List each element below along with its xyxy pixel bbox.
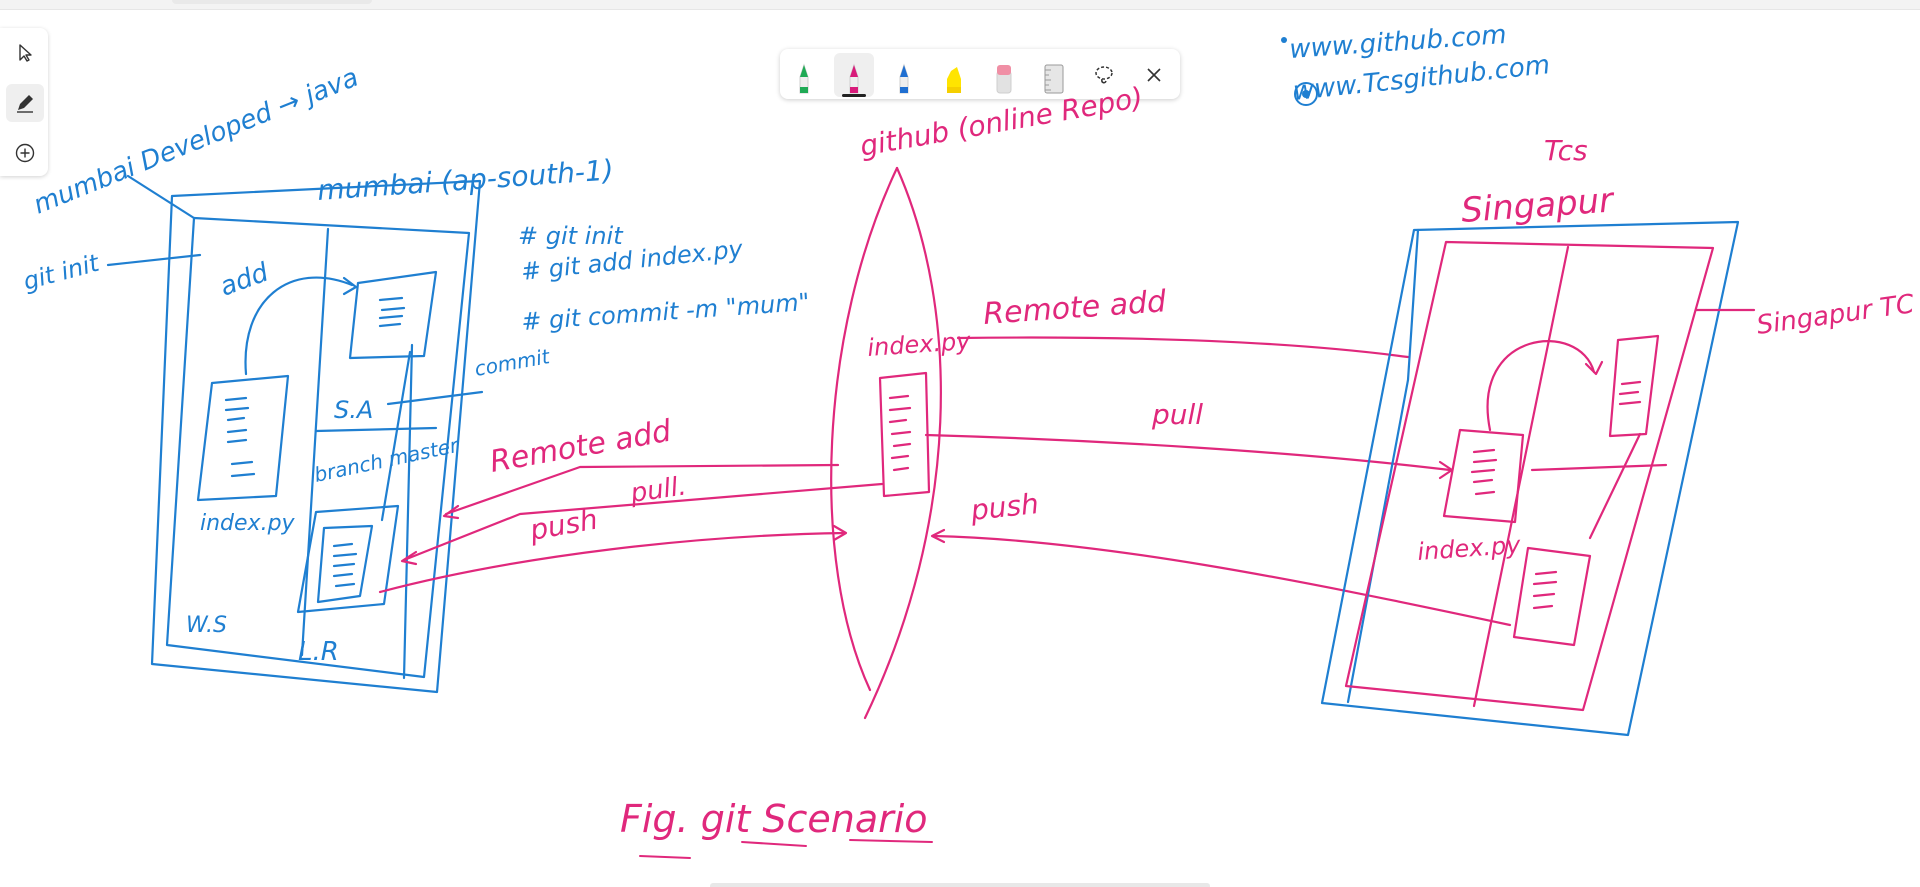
left-toolbar bbox=[0, 28, 48, 176]
ruler-button[interactable] bbox=[1034, 53, 1074, 97]
pen-magenta-button[interactable] bbox=[834, 53, 874, 97]
singapur-tc-label: Singapur TC bbox=[1755, 289, 1917, 341]
command-3: # git commit -m "mum" bbox=[520, 288, 810, 336]
pen-green-button[interactable] bbox=[784, 53, 824, 97]
figure-caption: Fig. git Scenario bbox=[620, 797, 928, 841]
lasso-icon bbox=[1095, 66, 1113, 84]
github-label: github (online Repo) bbox=[857, 81, 1145, 163]
staging-area-label: S.A bbox=[334, 396, 373, 424]
add-tool-button[interactable] bbox=[6, 134, 44, 172]
tcs-machine-inner bbox=[1344, 240, 1756, 712]
pull-right-label: pull bbox=[1151, 398, 1203, 431]
select-tool-button[interactable] bbox=[6, 34, 44, 72]
mumbai-developer-note: mumbai Developed → java bbox=[29, 63, 362, 221]
github-index-label: index.py bbox=[866, 327, 972, 362]
eraser-icon bbox=[996, 65, 1012, 94]
working-space-label: W.S bbox=[186, 613, 227, 638]
pen-blue-button[interactable] bbox=[884, 53, 924, 97]
push-left-label: push bbox=[527, 503, 601, 547]
tcs-machine-outer bbox=[1320, 220, 1740, 737]
pen-icon bbox=[17, 95, 33, 113]
url-bullets bbox=[1281, 37, 1318, 106]
tcs-index-label: index.py bbox=[1416, 531, 1522, 566]
remote-add-right-label: Remote add bbox=[982, 284, 1168, 332]
commit-label: commit bbox=[473, 344, 553, 381]
pull-left-label: pull. bbox=[628, 471, 688, 509]
tab-strip bbox=[172, 0, 372, 4]
magenta-pen-icon bbox=[849, 63, 859, 94]
bottom-scroll-bar[interactable] bbox=[710, 883, 1210, 887]
command-1: # git init bbox=[518, 222, 624, 250]
window-top-bar bbox=[0, 0, 1920, 10]
remote-add-left-label: Remote add bbox=[487, 413, 674, 479]
close-icon bbox=[1147, 68, 1161, 82]
ruler-icon bbox=[1044, 64, 1064, 94]
mumbai-machine-drawing bbox=[106, 174, 484, 694]
blue-pen-icon bbox=[899, 63, 909, 94]
pen-toolbar bbox=[780, 49, 1180, 99]
git-init-label: git init bbox=[20, 248, 103, 295]
green-pen-icon bbox=[799, 63, 809, 94]
branch-label: branch master bbox=[312, 433, 462, 487]
mumbai-region-label: mumbai (ap-south-1) bbox=[316, 153, 614, 207]
push-right-label: push bbox=[968, 487, 1040, 527]
add-label: add bbox=[216, 257, 273, 302]
ink-tool-button[interactable] bbox=[6, 84, 44, 122]
close-button[interactable] bbox=[1134, 53, 1174, 97]
index-file-label: index.py bbox=[200, 511, 296, 536]
local-repo-label: L.R bbox=[298, 637, 339, 667]
caption-underlines bbox=[639, 839, 933, 859]
highlighter-icon bbox=[947, 67, 961, 93]
github-repo-drawing bbox=[378, 166, 1512, 720]
tcs-label: Tcs bbox=[1544, 134, 1588, 167]
active-indicator bbox=[842, 94, 866, 97]
singapur-label: Singapur bbox=[1460, 180, 1617, 231]
cursor-arrow-icon bbox=[19, 44, 32, 62]
highlighter-button[interactable] bbox=[934, 53, 974, 97]
plus-circle-icon bbox=[15, 143, 35, 163]
lasso-button[interactable] bbox=[1084, 53, 1124, 97]
eraser-button[interactable] bbox=[984, 53, 1024, 97]
